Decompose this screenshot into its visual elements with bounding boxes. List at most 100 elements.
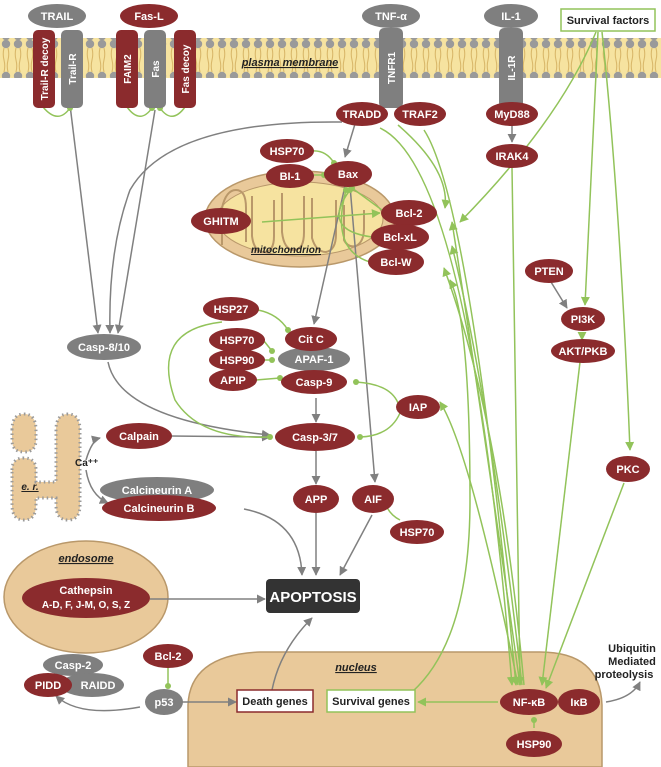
node-hsp90-low: HSP90 (506, 731, 562, 757)
edge-survival-bclxl (459, 31, 597, 223)
node-citc-label: Cit C (298, 334, 324, 346)
node-hsp27: HSP27 (203, 297, 259, 321)
node-apaf1: APAF-1 (278, 347, 350, 371)
survival-factors-box: Survival factors (560, 8, 656, 32)
node-hsp70-top-label: HSP70 (270, 146, 305, 158)
node-pkc: PKC (606, 456, 650, 482)
node-traf2: TRAF2 (394, 102, 446, 126)
edge-apip-casp9 (255, 375, 283, 381)
node-calcineurin-a-label: Calcineurin A (122, 485, 193, 497)
node-bi1: BI-1 (266, 164, 314, 188)
node-p53: p53 (145, 689, 183, 715)
node-bcl2: Bcl-2 (381, 200, 437, 226)
edge-p53-pidd (55, 695, 141, 712)
node-hsp90-low-label: HSP90 (517, 739, 552, 751)
receptor-trailr: Trail-R (61, 30, 83, 108)
edge-tradd-bax (343, 123, 356, 158)
edge-bcl2-bax (349, 185, 383, 211)
node-pidd-label: PIDD (35, 680, 61, 692)
node-calcineurin-b-label: Calcineurin B (124, 503, 195, 515)
receptor-trailr-decoy: Trail-R decoy (33, 30, 55, 108)
node-hsp70-mid-label: HSP70 (220, 335, 255, 347)
edge-pten-pi3k (550, 281, 568, 309)
edge-bax-aif (349, 185, 379, 483)
edge-pkc-nfkb (544, 482, 625, 689)
node-iap: IAP (396, 395, 440, 419)
ligand-trail: TRAIL (28, 4, 86, 28)
node-tradd-label: TRADD (343, 109, 382, 121)
node-casp9: Casp-9 (281, 370, 347, 394)
node-hsp27-label: HSP27 (214, 304, 249, 316)
node-bclxl: Bcl-xL (371, 224, 429, 250)
node-irak4: IRAK4 (486, 144, 538, 168)
edge-death-apoptosis (271, 617, 313, 691)
edge-fas-casp810 (114, 109, 156, 334)
edge-trailr-decoy-inhibit (42, 105, 73, 117)
edge-casp810-casp37 (107, 361, 271, 439)
green-arrows (42, 31, 635, 728)
receptor-tnfr1: TNFR1 (379, 28, 403, 108)
node-aktpkb: AKT/PKB (551, 339, 615, 363)
node-bax: Bax (324, 161, 372, 187)
edge-hsp27-casp37 (167, 321, 273, 440)
ubiquitin-label-2: Mediated (608, 656, 656, 668)
node-apip-label: APIP (220, 375, 246, 387)
node-pkc-label: PKC (616, 464, 639, 476)
edge-iap-casp9 (353, 379, 399, 404)
ligand-fasl-label: Fas-L (134, 11, 164, 23)
survival-factors-label: Survival factors (567, 15, 650, 27)
node-hsp70-aif: HSP70 (390, 520, 444, 544)
node-pi3k-label: PI3K (571, 314, 596, 326)
node-pidd: PIDD (24, 673, 72, 697)
node-raidd-label: RAIDD (81, 680, 116, 692)
receptor-fas-decoy: Fas decoy (174, 30, 196, 108)
edge-fasdecoy-inhibit (157, 105, 186, 117)
er-label: e. r. (21, 482, 38, 493)
node-cathepsin: Cathepsin A-D, F, J-M, O, S, Z (22, 578, 150, 618)
node-casp2: Casp-2 (43, 654, 103, 676)
node-casp9-label: Casp-9 (296, 377, 333, 389)
edge-tradd-nfkb (379, 127, 516, 686)
apoptosis-label: APOPTOSIS (269, 589, 356, 606)
node-apip: APIP (209, 369, 257, 391)
edge-tnfr1-bcl2 (397, 124, 451, 209)
plasma-membrane (0, 38, 661, 78)
node-ghitm-label: GHITM (203, 216, 238, 228)
endoplasmic-reticulum (10, 412, 82, 522)
edge-hsp70-bax (311, 150, 337, 166)
node-casp810-label: Casp-8/10 (78, 342, 130, 354)
edge-nfkb-ubiquitin (605, 681, 641, 703)
ligand-fasl: Fas-L (120, 4, 178, 28)
survival-genes-label: Survival genes (332, 696, 410, 708)
mitochondrion-label: mitochondrion (251, 245, 321, 256)
endosome-label: endosome (58, 553, 113, 565)
plasma-membrane-label: plasma membrane (241, 57, 339, 69)
node-ikb-label: IκB (570, 697, 587, 709)
edge-survival-genes-bcl (411, 279, 471, 693)
node-hsp70-top: HSP70 (260, 139, 314, 163)
node-iap-label: IAP (409, 402, 427, 414)
edge-aif-apoptosis (339, 514, 373, 576)
receptor-tnfr1-label: TNFR1 (387, 51, 398, 84)
node-hsp90-mid-label: HSP90 (220, 355, 255, 367)
ligand-il1: IL-1 (484, 4, 538, 28)
node-nfkb: NF-κB (500, 689, 558, 715)
node-bcl2-label: Bcl-2 (396, 208, 423, 220)
node-calpain: Calpain (106, 423, 172, 449)
node-p53-label: p53 (155, 697, 174, 709)
node-aif-label: AIF (364, 494, 382, 506)
edge-bclw-bax (340, 187, 371, 263)
node-casp2-label: Casp-2 (55, 660, 92, 672)
ligand-il1-label: IL-1 (501, 11, 521, 23)
death-genes-box: Death genes (236, 689, 314, 713)
edge-nfkb-bclw (442, 267, 525, 686)
node-pten-label: PTEN (534, 266, 563, 278)
node-calpain-label: Calpain (119, 431, 159, 443)
node-aktpkb-label: AKT/PKB (559, 346, 608, 358)
ligand-trail-label: TRAIL (41, 11, 74, 23)
node-myd88-label: MyD88 (494, 109, 529, 121)
edge-iap-casp37 (357, 412, 401, 440)
edge-irak4-nfkb (511, 167, 525, 686)
node-casp810: Casp-8/10 (67, 334, 141, 360)
receptor-faim2-label: FAIM2 (123, 54, 134, 84)
